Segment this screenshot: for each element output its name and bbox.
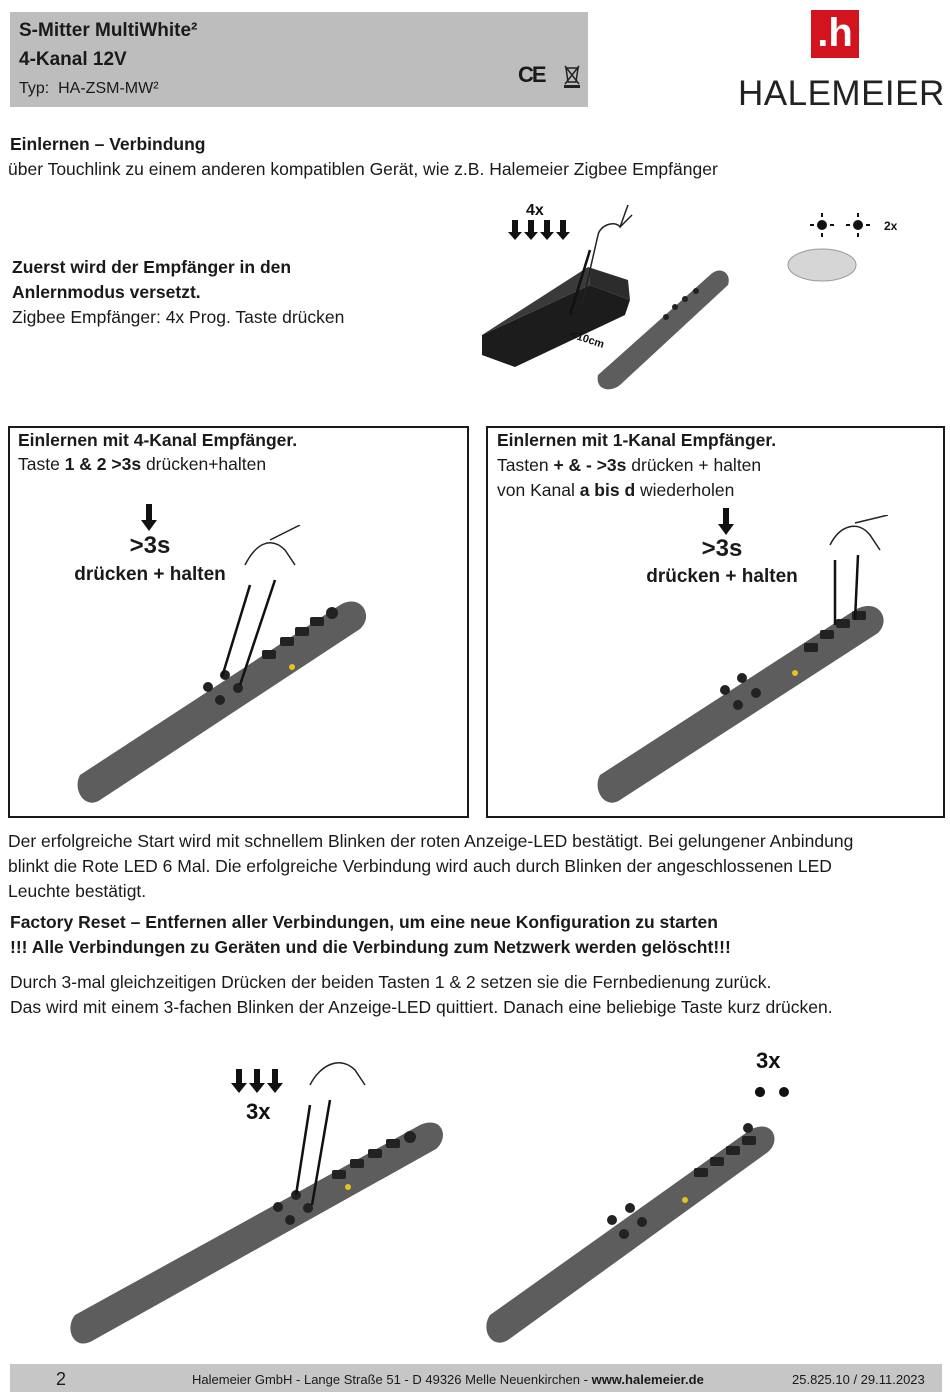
panel-left-action: drücken + halten — [74, 564, 226, 585]
panel-right-inst2-suffix: wiederholen — [635, 480, 735, 500]
page-number: 2 — [56, 1369, 67, 1389]
down-arrow-icon — [141, 504, 157, 531]
panel-right-action: drücken + halten — [646, 566, 798, 587]
finger-icon — [829, 515, 889, 551]
press-arrows-icon — [231, 1069, 283, 1093]
brand-wordmark: HALEMEIER — [738, 74, 945, 113]
section-intro-text: über Touchlink zu einem anderen kompatib… — [8, 159, 718, 179]
panel-left-inst-suffix: drücken+halten — [141, 454, 267, 474]
product-type: Typ: HA-ZSM-MW² — [19, 80, 159, 98]
panel-right-instruction-1: Tasten + & - >3s drücken + halten — [497, 453, 761, 478]
factory-reset-heading: Factory Reset – Entfernen aller Verbindu… — [10, 912, 718, 932]
panel-left-duration: >3s — [129, 532, 171, 559]
product-subtitle: 4-Kanal 12V — [19, 49, 127, 70]
weee-bin-icon — [564, 65, 580, 88]
header-box — [10, 12, 588, 107]
press-arrows-icon — [508, 220, 570, 240]
finger-icon — [309, 1062, 366, 1086]
factory-reset-line2: Das wird mit einem 3-fachen Blinken der … — [10, 997, 833, 1017]
press-count-label: 3x — [246, 1099, 271, 1124]
down-arrow-icon — [718, 508, 734, 535]
brand-logo-mark: .h — [811, 10, 859, 58]
product-title: S-Mitter MultiWhite² — [19, 20, 198, 41]
blink-bulb-icon — [755, 1087, 765, 1097]
confirm-text-line2: blinkt die Rote LED 6 Mal. Die erfolgrei… — [8, 856, 832, 876]
receiver-pairing-illustration: 4x <10cm 2x — [482, 202, 898, 390]
footer-url[interactable]: www.halemeier.de — [591, 1372, 704, 1387]
panel-left-inst-prefix: Taste — [18, 454, 65, 474]
footer-bar — [10, 1364, 942, 1392]
panel-right-duration: >3s — [701, 535, 743, 562]
finger-icon — [244, 525, 301, 566]
zigbee-receiver — [482, 285, 630, 367]
confirm-text-line3: Leuchte bestätigt. — [8, 881, 147, 901]
remote-4-channel-illustration — [77, 525, 367, 803]
blink-sun-icon — [810, 213, 870, 237]
panel-right-inst1-bold: + & - >3s — [553, 455, 627, 475]
reset-blink-illustration: 3x — [486, 1048, 789, 1343]
panel-left-inst-bold: 1 & 2 >3s — [64, 454, 142, 474]
finger-icon — [581, 204, 633, 306]
remote-control — [486, 1126, 775, 1343]
reset-press-illustration: 3x — [70, 1062, 443, 1344]
ce-mark: CE — [518, 62, 547, 87]
footer-company: Halemeier GmbH - Lange Straße 51 - D 493… — [192, 1372, 704, 1387]
panel-right-inst1-suffix: drücken + halten — [626, 455, 762, 475]
panel-right-inst2-bold: a bis d — [579, 480, 636, 500]
factory-reset-warning: !!! Alle Verbindungen zu Geräten und die… — [10, 937, 731, 957]
remote-control — [597, 270, 729, 390]
confirm-text-line1: Der erfolgreiche Start wird mit schnelle… — [8, 831, 854, 851]
led-light-icon — [787, 248, 857, 282]
step1-line1: Zuerst wird der Empfänger in den — [12, 257, 292, 277]
press-count-label: 4x — [526, 202, 544, 219]
step1-line2: Anlernmodus versetzt. — [12, 282, 201, 302]
remote-1-channel-illustration — [597, 515, 889, 803]
panel-right-instruction-2: von Kanal a bis d wiederholen — [497, 478, 734, 503]
section-heading-pairing: Einlernen – Verbindung — [10, 134, 206, 154]
panel-right-inst1-prefix: Tasten — [497, 455, 554, 475]
blink-count-label: 3x — [756, 1048, 781, 1073]
type-label: Typ: — [19, 80, 50, 97]
footer-address: Halemeier GmbH - Lange Straße 51 - D 493… — [192, 1372, 592, 1387]
remote-control — [70, 1122, 443, 1344]
footer-doc-ref: 25.825.10 / 29.11.2023 — [792, 1372, 925, 1387]
panel-left-title: Einlernen mit 4-Kanal Empfänger. — [18, 430, 298, 450]
factory-reset-line1: Durch 3-mal gleichzeitigen Drücken der b… — [10, 972, 772, 992]
step1-line3: Zigbee Empfänger: 4x Prog. Taste drücken — [12, 307, 345, 327]
panel-right-inst2-prefix: von Kanal — [497, 480, 580, 500]
panel-right-title: Einlernen mit 1-Kanal Empfänger. — [497, 430, 777, 450]
panel-left-instruction: Taste 1 & 2 >3s drücken+halten — [18, 452, 266, 477]
blink-count-label: 2x — [884, 219, 898, 233]
type-value: HA-ZSM-MW² — [58, 80, 159, 97]
